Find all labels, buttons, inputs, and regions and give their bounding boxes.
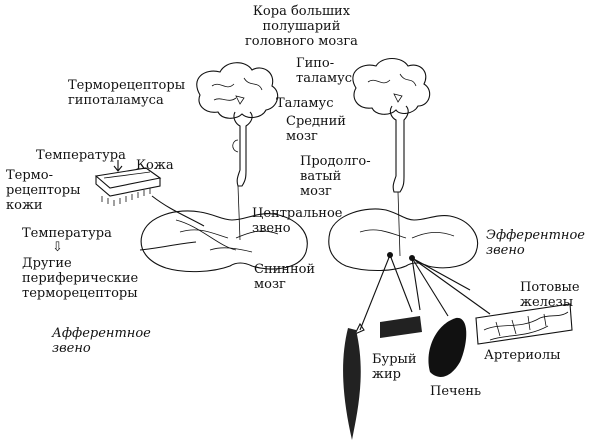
label-thalamus: Таламус	[276, 96, 334, 111]
label-hypothalamus: Гипо- таламус	[296, 56, 352, 86]
label-midbrain: Средний мозг	[286, 114, 346, 144]
label-afferent-link: Афферентное звено	[52, 326, 151, 356]
label-medulla: Продолго- ватый мозг	[300, 154, 371, 199]
label-efferent-link: Эфферентное звено	[486, 228, 585, 258]
label-skin: Кожа	[136, 158, 174, 173]
right-spinal-section	[328, 208, 478, 272]
liver-shape	[428, 317, 467, 377]
skin-afferent-line	[151, 195, 205, 227]
label-skin-thermoreceptors: Термо- рецепторы кожи	[6, 168, 81, 213]
descending-pathway	[397, 191, 401, 257]
label-cortex: Кора больших полушарий головного мозга	[245, 4, 358, 49]
label-temperature-top: Температура	[36, 148, 126, 163]
label-temperature-bottom: Температура	[22, 226, 112, 241]
label-other-receptors: Другие периферические терморецепторы	[22, 256, 139, 301]
label-hypothalamus-thermoreceptors: Терморецепторы гипоталамуса	[68, 78, 186, 108]
label-arterioles: Артериолы	[484, 348, 561, 363]
label-brown-fat: Бурый жир	[372, 352, 417, 382]
left-brain	[196, 62, 279, 187]
left-spinal-section	[140, 210, 308, 273]
label-spinal-cord: Спинной мозг	[254, 262, 316, 292]
tissue-block	[475, 303, 573, 345]
label-central-link: Центральное звено	[252, 206, 343, 236]
efferent-arrows	[353, 252, 491, 336]
down-arrow-icon: ⇩	[52, 240, 63, 255]
label-liver: Печень	[430, 384, 482, 399]
muscle-shape	[343, 328, 361, 440]
other-afferent-line	[139, 241, 197, 251]
temperature-arrow-top	[113, 160, 123, 172]
label-sweat-glands: Потовые железы	[520, 280, 580, 310]
skin-block	[94, 167, 162, 206]
ascending-pathway	[237, 185, 241, 241]
right-brain	[352, 57, 431, 193]
brown-fat-shape	[380, 316, 422, 338]
